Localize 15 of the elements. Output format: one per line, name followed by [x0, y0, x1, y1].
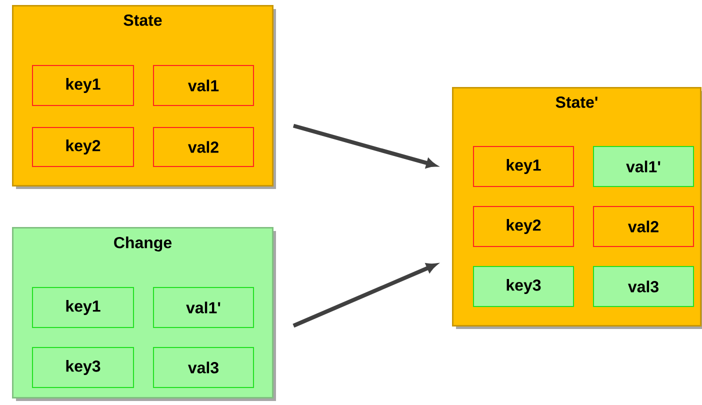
key-value-box: val1: [153, 65, 254, 106]
key-value-box: val3: [153, 347, 254, 388]
key-value-box: key3: [473, 266, 574, 307]
key-value-box: key1: [473, 146, 574, 187]
key-value-box: key2: [473, 206, 574, 247]
key-value-box: val1': [153, 287, 254, 328]
key-value-box: key1: [32, 287, 134, 328]
key-value-box: key3: [32, 347, 134, 388]
key-value-box: key1: [32, 65, 134, 106]
key-value-box: val3: [593, 266, 694, 307]
arrow: [292, 263, 437, 328]
key-value-box: val2: [153, 127, 254, 167]
key-value-box: key2: [32, 127, 134, 167]
key-value-box: val1': [593, 146, 694, 187]
key-value-box: val2: [593, 206, 694, 247]
